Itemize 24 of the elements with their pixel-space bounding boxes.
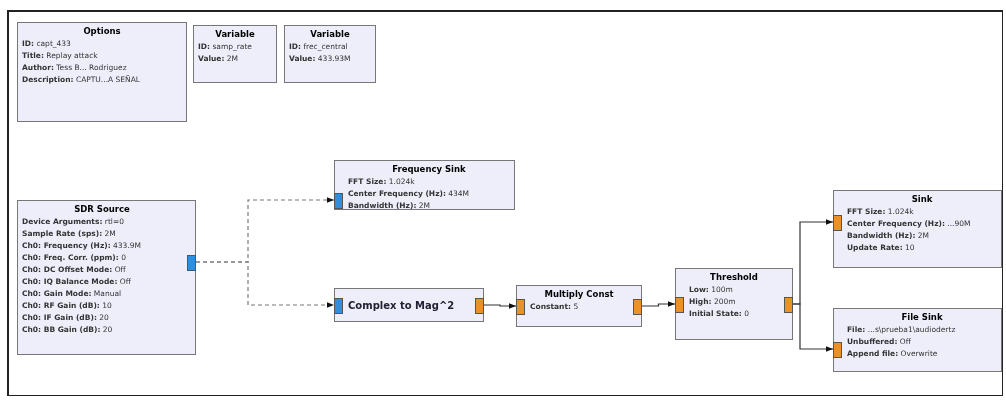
block-title: Multiply Const: [543, 288, 615, 301]
block-box: [193, 25, 277, 83]
block-box: [833, 308, 1002, 372]
connector-arrow: [641, 301, 676, 307]
block-box: [17, 200, 196, 355]
block-title: SDR Source: [73, 203, 131, 216]
block-box: [516, 285, 642, 327]
connector-arrow: [195, 261, 335, 308]
block-title: File Sink: [900, 311, 944, 324]
block-box: [675, 268, 793, 340]
block-box: [334, 160, 515, 210]
block-box: [833, 190, 1002, 268]
block-box: [17, 22, 187, 122]
block-title: Frequency Sink: [391, 163, 467, 176]
block-title: Variable: [214, 28, 256, 41]
block-title: Complex to Mag^2: [348, 298, 456, 312]
connector-arrow: [792, 303, 834, 352]
block-box: [284, 25, 376, 83]
connector-arrow: [483, 303, 517, 309]
block-title: Options: [82, 25, 122, 38]
block-title: Threshold: [709, 271, 759, 284]
block-title: Variable: [309, 28, 351, 41]
block-box: [334, 288, 484, 322]
block-title: Sink: [910, 193, 934, 206]
